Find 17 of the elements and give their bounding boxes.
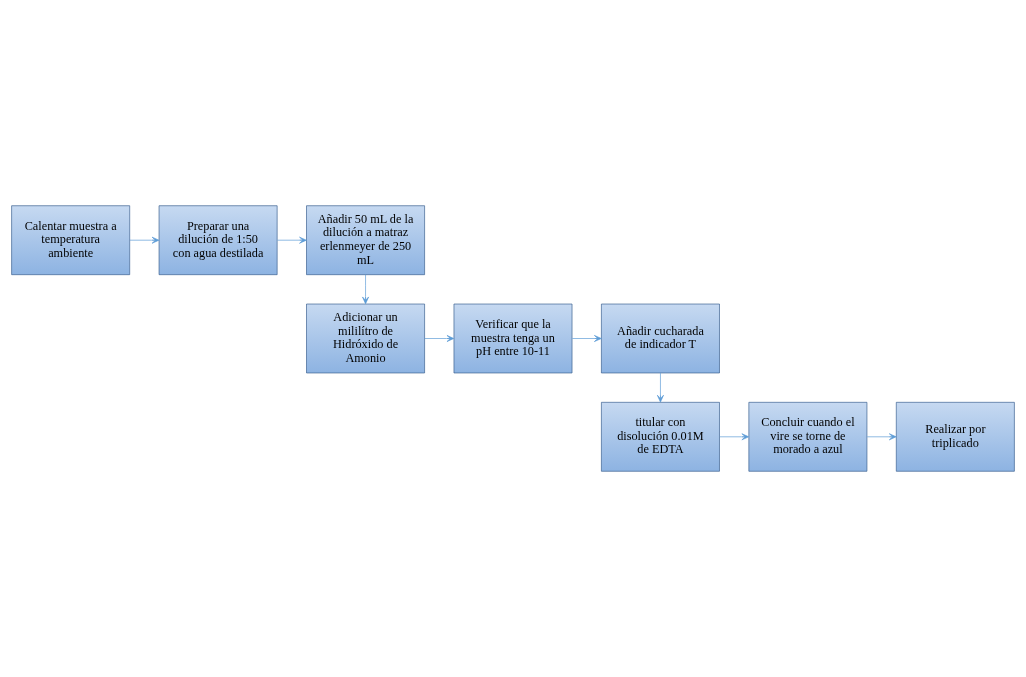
node-box: Preparar una dilución de 1:50 con agua destilada [158,205,278,275]
arrow [424,335,455,342]
node-box: Añadir cucharada de indicador T [601,303,720,374]
node-box: Concluir cuando el vire se torne de morado a azul [748,402,868,472]
arrow [657,372,664,403]
node-box: Verificar que la muestra tenga un pH entre 10-11 [453,303,573,374]
arrow [362,274,369,305]
node-box: Calentar muestra a temperatura ambiente [11,205,131,275]
arrow [719,433,750,441]
arrow [866,433,897,441]
node-box: Añadir 50 mL de la dilución a matraz erlenmeyer de 250 mL [306,205,425,275]
arrow [129,236,160,244]
arrow [572,335,602,342]
arrow [277,236,307,244]
node-box: Adicionar un mililítro de Hidróxido de Amonio [306,303,425,374]
node-box: Realizar por triplicado [895,402,1015,472]
node-box: titular con disolución 0.01M de EDTA [601,402,720,472]
